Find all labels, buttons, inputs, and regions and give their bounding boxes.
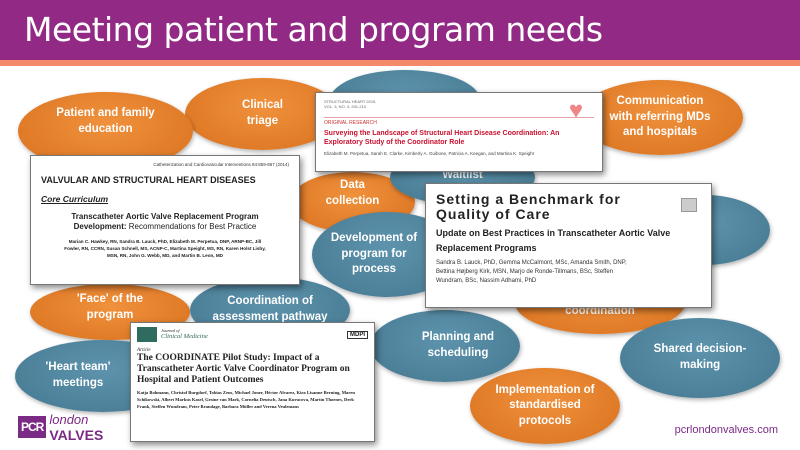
- publisher-logo: MDPI: [347, 330, 368, 339]
- paper-title: Surveying the Landscape of Structural He…: [324, 130, 560, 147]
- bubble-label: 'Heart team' meetings: [45, 361, 111, 389]
- paper-authors: Katja Bohmann, Christof Burgdorf, Tobias…: [137, 389, 355, 409]
- bubble-label: Data collection: [325, 179, 380, 207]
- logo-pcr: PCR: [18, 416, 47, 438]
- bubble-label: 'Face' of the program: [76, 293, 144, 321]
- bubble-face: 'Face' of the program: [30, 284, 190, 340]
- bubble-label: Shared decision-making: [653, 343, 747, 371]
- bubble-label: Communication with referring MDs and hos…: [609, 95, 711, 139]
- accent-stripe: [0, 60, 800, 66]
- paper-structural-heart: STRUCTURAL HEART 2019, VOL. 3, NO. 3, 20…: [315, 92, 603, 172]
- bubble-label: Clinical triage: [242, 99, 283, 127]
- journal-name: Clinical Medicine: [161, 332, 208, 340]
- bubble-label: Implementation of standardised protocols: [495, 383, 595, 427]
- logo-valves: VALVES: [49, 427, 104, 443]
- bubble-label: Planning and scheduling: [421, 331, 495, 359]
- website-link[interactable]: pcrlondonvalves.com: [674, 424, 778, 436]
- bubble-implementation: Implementation of standardised protocols: [470, 368, 620, 444]
- bubble-label: Development of program for process: [330, 232, 418, 276]
- bubble-label: Waitlist: [442, 169, 483, 181]
- paper-title: Setting a Benchmark for Quality of Care: [436, 191, 621, 223]
- paper-journal: STRUCTURAL HEART 2019, VOL. 3, NO. 3, 20…: [324, 99, 377, 110]
- paper-authors: Marian C. Hawkey, RN, Sandra B. Lauck, P…: [64, 238, 266, 258]
- check-updates-icon: [681, 198, 697, 212]
- bubble-shared-decision: Shared decision-making: [620, 318, 780, 398]
- paper-journal: Catheterization and Cardiovascular Inter…: [153, 162, 289, 167]
- heart-icon: ♥: [568, 97, 584, 124]
- journal-logo-icon: [137, 327, 157, 342]
- bubble-planning: Planning and scheduling: [370, 310, 520, 382]
- paper-label: ORIGINAL RESEARCH: [324, 117, 594, 126]
- title-bar: Meeting patient and program needs: [0, 0, 800, 60]
- paper-section: VALVULAR AND STRUCTURAL HEART DISEASES: [41, 175, 256, 185]
- paper-subsection: Core Curriculum: [41, 194, 109, 204]
- bubble-clinical-triage: Clinical triage: [185, 78, 340, 150]
- paper-title: The COORDINATE Pilot Study: Impact of a …: [137, 353, 350, 385]
- paper-authors: Elizabeth M. Perpetua, Sarah E. Clarke, …: [324, 150, 534, 156]
- logo-london: london: [49, 412, 89, 427]
- paper-title-rest: Recommendations for Best Practice: [126, 222, 257, 232]
- bubble-label: coordination: [565, 305, 635, 318]
- bubble-communication: Communication with referring MDs and hos…: [578, 80, 743, 155]
- paper-benchmark-quality: Setting a Benchmark for Quality of Care …: [425, 183, 712, 308]
- bubble-label: Coordination of assessment pathway: [212, 295, 328, 323]
- paper-subtitle: Update on Best Practices in Transcathete…: [436, 227, 671, 254]
- paper-ccl-core-curriculum: Catheterization and Cardiovascular Inter…: [30, 155, 300, 285]
- slide-title: Meeting patient and program needs: [24, 10, 603, 49]
- paper-type: Article: [137, 348, 151, 353]
- paper-title: Transcatheter Aortic Valve Replacement P…: [71, 212, 259, 232]
- journal-small: Journal of: [161, 328, 180, 333]
- bubble-label: Patient and family education: [56, 107, 155, 135]
- paper-authors: Sandra B. Lauck, PhD, Gemma McCalmont, M…: [436, 260, 627, 284]
